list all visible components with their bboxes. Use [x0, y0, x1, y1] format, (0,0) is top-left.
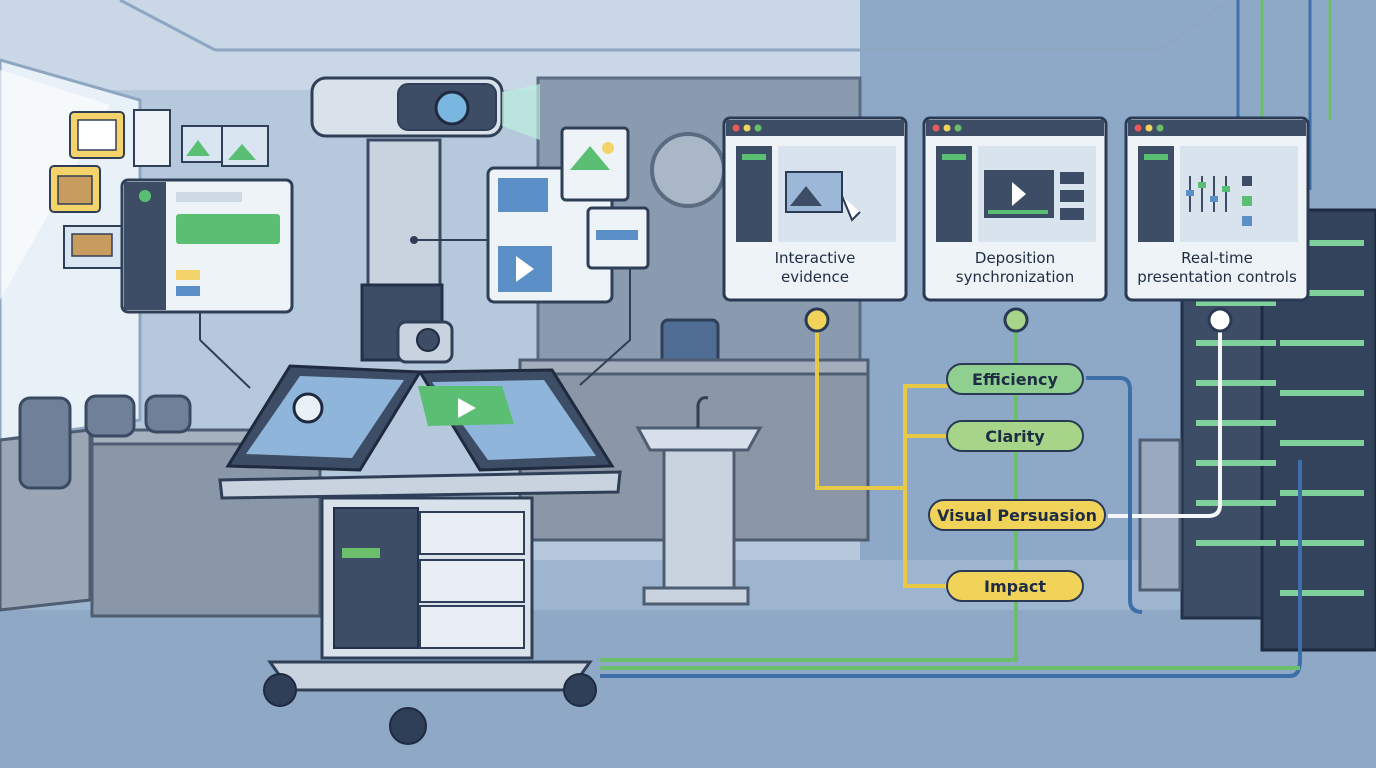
connector-realtime [1108, 320, 1222, 518]
outcome-pill-impact: Impact [946, 570, 1084, 602]
cart-wheels [263, 673, 597, 745]
cart-drawer-1 [419, 511, 525, 555]
ceiling [0, 0, 860, 90]
search-icon [292, 392, 324, 424]
jury-chair-3 [144, 394, 192, 434]
floating-app-bar [176, 192, 242, 202]
image-icon [186, 140, 210, 156]
podium-base [642, 586, 750, 606]
floating-image-sun [602, 142, 614, 154]
feature-label-realtime-line1: Real-time [1181, 249, 1253, 267]
cart-base [267, 660, 593, 692]
floating-app-highlight [176, 214, 280, 244]
feature-label-deposition-line1: Deposition [974, 249, 1056, 267]
callout-line-right [579, 268, 631, 386]
court-seal [650, 132, 726, 208]
projector-beam [502, 84, 540, 140]
floating-app-sidebar [124, 182, 166, 310]
floating-app-tag-1 [176, 270, 200, 280]
node-interactive [804, 307, 830, 333]
connector-efficiency-server [1086, 376, 1143, 614]
floating-app-tag-2 [176, 286, 200, 296]
projector-lens [434, 90, 470, 126]
floating-doc-bar [596, 230, 638, 240]
callout-line-left-2 [199, 339, 251, 389]
cart-side-panel [333, 507, 419, 649]
server-rack-lights [1196, 240, 1364, 596]
outcome-pill-clarity: Clarity [946, 420, 1084, 452]
play-icon [458, 398, 476, 418]
podium-microphone [696, 396, 709, 428]
feature-panel-realtime [1124, 116, 1310, 302]
ceiling-edge-right [1159, 0, 1231, 52]
node-realtime [1207, 307, 1233, 333]
connector-interactive-impact [903, 488, 948, 588]
ceiling-edge-left [119, 0, 216, 52]
feature-label-interactive-line2: evidence [780, 268, 849, 286]
outcome-pill-efficiency: Efficiency [946, 363, 1084, 395]
tablet-left-screen [246, 376, 404, 458]
floating-documents [49, 109, 269, 269]
floating-image-mountain [570, 146, 610, 170]
callout-dot-center [410, 236, 418, 244]
cart-desk [218, 470, 622, 500]
cart-drawer-2 [419, 559, 525, 603]
feature-label-realtime-line2: presentation controls [1137, 268, 1297, 286]
floor-front [0, 610, 1376, 768]
cart-indicator [342, 548, 380, 558]
podium-icon [662, 448, 736, 592]
feature-label-interactive: Interactive evidence [724, 249, 906, 287]
floating-video-thumb [498, 178, 548, 212]
feature-panel-deposition [922, 116, 1108, 302]
judge-bench-top [518, 358, 870, 376]
feature-label-deposition-line2: synchronization [955, 268, 1075, 286]
feature-label-interactive-line1: Interactive [774, 249, 856, 267]
node-deposition [1003, 307, 1029, 333]
jury-chair-1 [18, 396, 72, 490]
feature-panel-interactive [722, 116, 908, 302]
podium-top [635, 426, 763, 452]
cart-drawer-3 [419, 605, 525, 649]
outcome-pill-visual-persuasion: Visual Persuasion [928, 499, 1106, 531]
floating-play-icon [516, 256, 534, 282]
jury-chair-2 [84, 394, 136, 438]
floating-app-status [139, 190, 151, 202]
document-camera-lens [416, 328, 440, 352]
feature-label-deposition: Deposition synchronization [924, 249, 1106, 287]
connector-floor-blue [600, 460, 1302, 678]
feature-label-realtime: Real-time presentation controls [1126, 249, 1308, 287]
cursor-hand-icon [841, 195, 861, 222]
